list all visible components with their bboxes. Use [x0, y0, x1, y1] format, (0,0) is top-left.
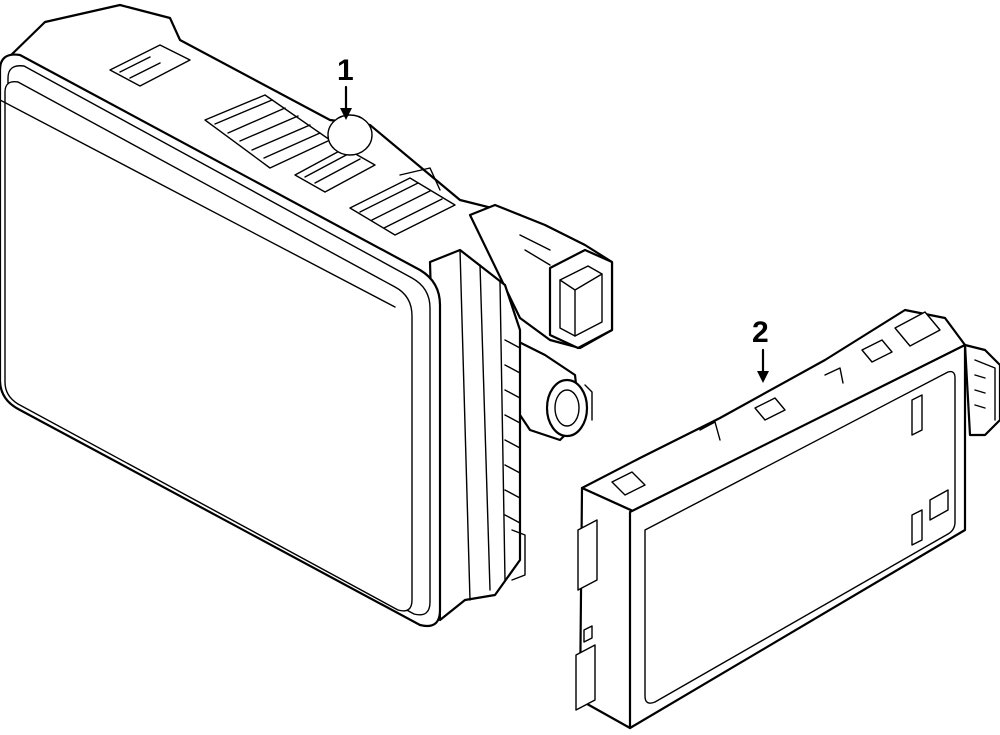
module-1-rect-connector — [468, 203, 614, 350]
module-1-top-connectors — [109, 44, 456, 236]
module-2-face-marks — [911, 394, 949, 546]
callout-2: 2 — [752, 316, 769, 383]
module-2-left-side — [575, 486, 637, 730]
callout-1: 1 — [337, 54, 354, 120]
module-2-front-panel — [644, 370, 956, 704]
module-2-front-face — [628, 343, 967, 730]
module-1-round-connector — [508, 338, 593, 442]
callout-2-label: 2 — [752, 316, 769, 349]
callout-1-label: 1 — [337, 54, 354, 87]
callout-2-arrowhead — [757, 371, 769, 383]
callout-1-arrowhead — [340, 108, 352, 120]
part-1-module[interactable] — [0, 3, 614, 628]
module-1-front-panel — [4, 81, 413, 612]
module-2-side-connector — [963, 343, 1000, 437]
module-1-side-wall — [428, 248, 526, 622]
part-2-module[interactable] — [575, 308, 1000, 730]
module-2-top-slots — [611, 311, 941, 496]
